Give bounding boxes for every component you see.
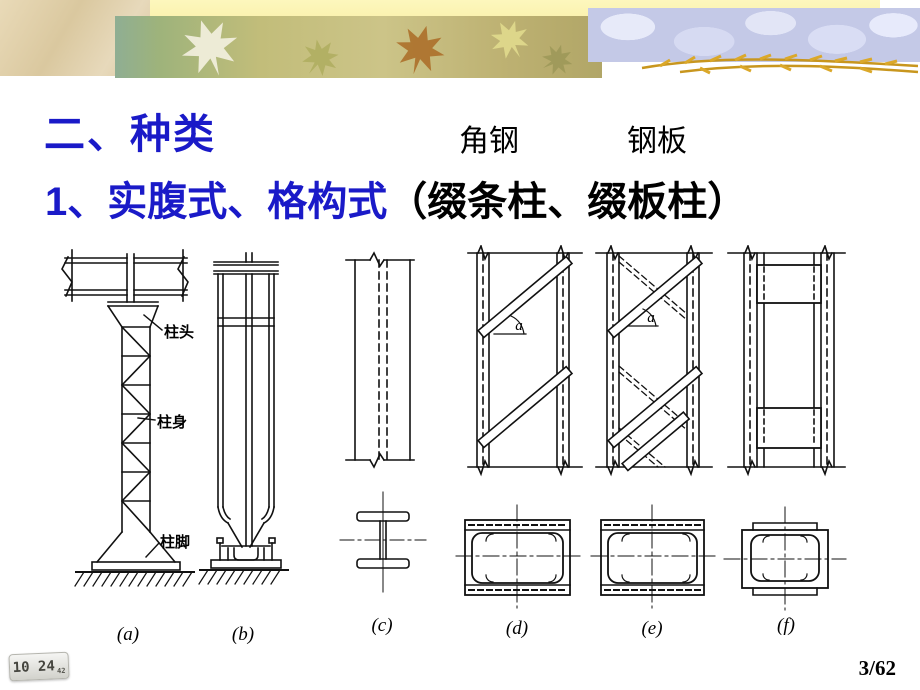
diagram-a-lattice-column-elevation: 柱头 柱身 柱脚 (a) xyxy=(61,249,195,645)
caption-b: (b) xyxy=(232,624,254,645)
banner-stone-texture xyxy=(588,8,920,62)
callout-column-base: 柱脚 xyxy=(160,533,190,551)
maple-leaf-icon xyxy=(293,31,347,78)
diagram-d-laced-column-and-section: a (d) xyxy=(455,245,585,639)
callout-column-head: 柱头 xyxy=(164,323,194,341)
caption-a: (a) xyxy=(117,624,139,645)
callout-leader-lines xyxy=(137,314,163,558)
maple-leaf-icon xyxy=(389,19,451,78)
lacing-bars xyxy=(476,255,574,449)
maple-leaf-icon xyxy=(535,38,579,78)
maple-leaf-icon xyxy=(173,16,247,78)
caption-e: (e) xyxy=(641,618,662,639)
slide-title: 二、种类 xyxy=(44,111,216,157)
banner-leaves-band xyxy=(115,16,602,78)
lacing-bars xyxy=(606,255,704,472)
wheat-spike-icon xyxy=(641,53,919,75)
clock-time: 10 24 xyxy=(12,657,56,676)
maple-leaf-icon xyxy=(482,16,538,68)
clock-overlay: 10 24 42 xyxy=(8,651,70,682)
caption-f: (f) xyxy=(777,615,795,636)
caption-c: (c) xyxy=(371,615,392,636)
diagram-b-solid-web-column-elevation: (b) xyxy=(198,252,289,645)
angle-alpha-label: a xyxy=(647,310,655,326)
annotation-angle-steel: 角钢 xyxy=(459,125,519,158)
caption-d: (d) xyxy=(506,618,528,639)
page-number: 3/62 xyxy=(858,656,896,680)
batten-plates xyxy=(756,264,822,449)
clock-seconds: 42 xyxy=(56,666,66,676)
header-banner xyxy=(0,0,920,78)
subtitle-blue-part: 1、实腹式、格构式 xyxy=(45,180,388,224)
subtitle-black-part: （缀条柱、缀板柱） xyxy=(387,180,748,224)
slide-subtitle: 1、实腹式、格构式（缀条柱、缀板柱） xyxy=(45,169,747,227)
annotation-steel-plate: 钢板 xyxy=(627,125,687,158)
callout-column-shaft: 柱身 xyxy=(157,413,187,431)
autumn-leaves-art xyxy=(173,16,579,78)
diagram-c-solid-web-column-and-section: (c) xyxy=(339,251,427,636)
angle-alpha-label: a xyxy=(515,318,523,334)
diagram-e-cross-laced-column-and-section: a (e) xyxy=(590,245,717,639)
diagram-f-battened-column-and-section: (f) xyxy=(723,245,847,636)
